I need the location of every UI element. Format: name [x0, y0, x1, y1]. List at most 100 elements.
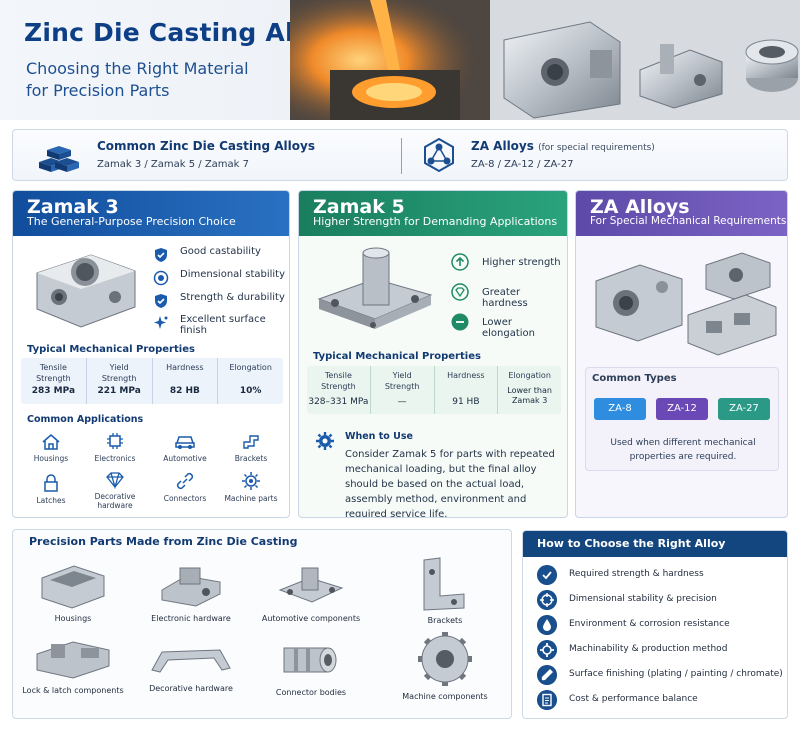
bracket-part-image: [423, 557, 465, 611]
part-label: Machine components: [402, 692, 488, 701]
criterion-label: Required strength & hardness: [569, 569, 704, 579]
zamak5-tagline: Higher Strength for Demanding Applicatio…: [313, 215, 558, 228]
zamak5-prop-value: Lower than Zamak 3: [507, 386, 552, 405]
zamak3-apps-title: Common Applications: [27, 414, 144, 425]
za-type-chip: ZA-27: [718, 398, 770, 420]
app-connectors: Connectors: [155, 471, 215, 503]
lock-latch-part-image: [36, 641, 110, 679]
alloy-overview-band: Common Zinc Die Casting Alloys Zamak 3 /…: [12, 129, 788, 181]
zamak3-feature-3: Excellent surface finish: [180, 314, 266, 336]
zamak5-when-title: When to Use: [345, 431, 413, 442]
za-name: ZA Alloys: [590, 196, 690, 218]
band-divider: [401, 138, 402, 174]
part-electronic-hardware: Electronic hardware: [131, 560, 251, 623]
gear-icon: [316, 432, 334, 450]
criterion-label: Machinability & production method: [569, 644, 728, 654]
app-label: Decorative hardware: [94, 492, 136, 510]
zamak5-feature-1: Greater hardness: [482, 287, 528, 309]
criterion-label: Cost & performance balance: [569, 694, 698, 704]
zamak3-prop-value: 283 MPa: [31, 386, 76, 396]
zamak5-prop-tensile: Tensile Strength 328–331 MPa: [307, 366, 371, 414]
za-alloys-title: ZA Alloys (for special requirements): [471, 139, 655, 153]
zamak5-prop-hardness: Hardness 91 HB: [435, 366, 499, 414]
diamond-icon: [106, 472, 124, 489]
choose-alloy-title: How to Choose the Right Alloy: [523, 531, 787, 557]
precision-parts-panel: Precision Parts Made from Zinc Die Casti…: [12, 529, 512, 719]
bracket-icon: [243, 435, 259, 449]
hero-banner: Zinc Die Casting Alloys Choosing the Rig…: [0, 0, 800, 120]
zamak3-prop-elongation: Elongation 10%: [218, 358, 283, 404]
part-connector-bodies: Connector bodies: [251, 634, 371, 697]
zamak5-props-table: Tensile Strength 328–331 MPa Yield Stren…: [307, 366, 561, 414]
app-electronics: Electronics: [85, 431, 145, 463]
app-brackets: Brackets: [221, 431, 281, 463]
crosshair-icon: [537, 590, 557, 610]
decorative-hardware-part-image: [151, 649, 231, 673]
zamak3-header: Zamak 3 The General-Purpose Precision Ch…: [13, 191, 289, 236]
zamak5-when-text: Consider Zamak 5 for parts with repeated…: [345, 449, 555, 518]
choose-alloy-panel: How to Choose the Right Alloy Required s…: [522, 530, 788, 719]
zamak5-card: Zamak 5 Higher Strength for Demanding Ap…: [298, 190, 568, 518]
electronic-hardware-part-image: [161, 567, 221, 607]
zamak5-part-image: [317, 247, 433, 329]
zamak3-prop-label: Hardness: [166, 363, 204, 372]
zamak3-props-table: Tensile Strength 283 MPa Yield Strength …: [21, 358, 283, 404]
zamak5-feature-0: Higher strength: [482, 257, 561, 268]
app-label: Machine parts: [224, 494, 278, 503]
part-label: Automotive components: [261, 614, 361, 623]
check-shield-icon: [155, 248, 167, 262]
zamak3-card: Zamak 3 The General-Purpose Precision Ch…: [12, 190, 290, 518]
za-alloys-note: (for special requirements): [538, 143, 655, 153]
part-lock-latch: Lock & latch components: [13, 634, 133, 695]
zamak3-feature-2: Strength & durability: [180, 292, 285, 303]
zamak3-prop-tensile: Tensile Strength 283 MPa: [21, 358, 87, 404]
criterion-label: Surface finishing (plating / painting / …: [569, 669, 783, 679]
cog-circle-icon: [537, 640, 557, 660]
precision-parts-title: Precision Parts Made from Zinc Die Casti…: [29, 535, 298, 548]
zamak5-prop-yield: Yield Strength —: [371, 366, 435, 414]
part-label: Electronic hardware: [151, 614, 231, 623]
zamak5-prop-label: Yield Strength: [384, 371, 420, 391]
part-label: Housings: [54, 614, 92, 623]
za-types-title: Common Types: [592, 373, 677, 384]
lock-icon: [44, 474, 58, 492]
app-label: Electronics: [94, 454, 136, 463]
zamak5-prop-label: Elongation: [508, 371, 551, 380]
ingot-stack-icon: [39, 146, 79, 172]
app-label: Housings: [33, 454, 69, 463]
shield-check-icon: [155, 294, 167, 308]
house-icon: [42, 434, 60, 450]
connector-body-part-image: [283, 647, 337, 673]
za-types-note: Used when different mechanical propertie…: [610, 438, 756, 462]
zamak3-prop-label: Tensile Strength: [36, 363, 71, 383]
zamak3-feature-0: Good castability: [180, 246, 261, 257]
zamak3-name: Zamak 3: [27, 196, 119, 218]
za-card: ZA Alloys For Special Mechanical Require…: [575, 190, 788, 518]
check-circle-icon: [537, 565, 557, 585]
water-drop-icon: [537, 615, 557, 635]
zamak5-prop-label: Tensile Strength: [321, 371, 356, 391]
app-decorative: Decorative hardware: [85, 471, 145, 510]
part-label: Decorative hardware: [149, 684, 233, 693]
minus-circle-icon: [451, 313, 469, 331]
hero-bracket-part: [639, 44, 723, 109]
part-label: Connector bodies: [275, 688, 347, 697]
part-label: Brackets: [427, 616, 463, 625]
document-icon: [537, 690, 557, 710]
zamak3-prop-label: Elongation: [229, 363, 272, 372]
za-header: ZA Alloys For Special Mechanical Require…: [576, 191, 787, 236]
part-brackets: Brackets: [385, 556, 505, 625]
za-tagline: For Special Mechanical Requirements: [590, 215, 787, 227]
zamak3-part-image: [36, 254, 136, 328]
part-automotive: Automotive components: [251, 560, 371, 623]
zamak5-prop-label: Hardness: [447, 371, 485, 380]
gear-part-image: [418, 632, 472, 686]
zamak5-header: Zamak 5 Higher Strength for Demanding Ap…: [299, 191, 567, 236]
zamak3-props-title: Typical Mechanical Properties: [27, 344, 195, 355]
zamak3-prop-value: 10%: [239, 386, 262, 396]
app-latches: Latches: [21, 473, 81, 505]
brush-icon: [537, 665, 557, 685]
zamak5-prop-value: —: [397, 397, 407, 407]
criterion-label: Environment & corrosion resistance: [569, 619, 730, 629]
zamak3-feature-1: Dimensional stability: [180, 269, 286, 280]
